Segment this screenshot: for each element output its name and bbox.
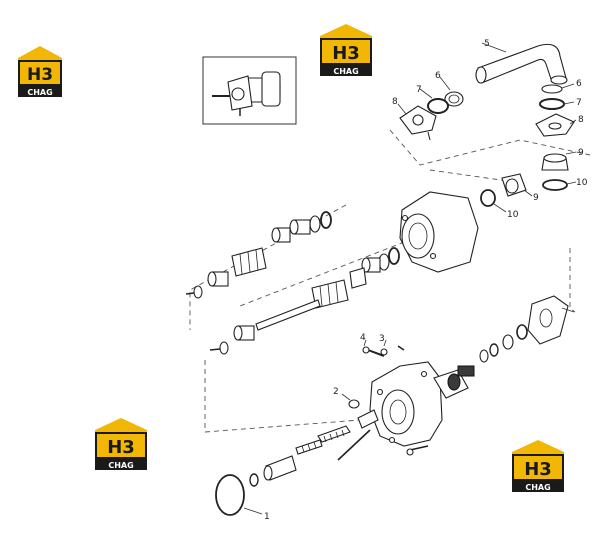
watermark-logo-top-center: H3 CHAG xyxy=(320,24,372,76)
callout-10-right: 10 xyxy=(576,178,588,188)
callout-labels: 1 2 3 4 5 6 6 7 7 8 8 9 9 10 10 xyxy=(264,39,588,522)
part-1-large-oring xyxy=(215,474,263,516)
rear-seal-ring xyxy=(479,324,528,363)
part-8-flange-left xyxy=(397,103,437,141)
logo-mark: H3 xyxy=(332,43,360,64)
part-8-flange-right xyxy=(535,113,577,137)
callout-10-center: 10 xyxy=(507,210,519,220)
upper-shaft-parts xyxy=(185,211,332,299)
pump-front-housing xyxy=(399,191,479,273)
callout-5: 5 xyxy=(484,39,490,49)
logo-mark: H3 xyxy=(27,65,53,85)
relief-valve-stack xyxy=(249,409,429,487)
rear-gasket xyxy=(527,295,575,345)
part-7-seal-left xyxy=(419,88,449,114)
logo-caption: CHAG xyxy=(525,483,550,492)
callout-7-left: 7 xyxy=(416,85,422,95)
logo-caption: CHAG xyxy=(27,88,52,97)
part-5-suction-tube xyxy=(475,42,568,85)
part-3-washer xyxy=(380,339,405,356)
callout-9-right: 9 xyxy=(578,148,584,158)
part-6-clamp-ring-right xyxy=(541,83,575,94)
callout-6-right: 6 xyxy=(576,79,582,89)
middle-shaft-parts xyxy=(209,247,400,355)
part-9-connector-center xyxy=(501,173,533,197)
callout-6-left: 6 xyxy=(435,71,441,81)
callout-8-right: 8 xyxy=(578,115,584,125)
part-10-oring-center xyxy=(480,189,507,213)
watermark-logo-top-left: H3 CHAG xyxy=(18,46,62,97)
callout-2: 2 xyxy=(333,387,339,397)
part-2-pin xyxy=(341,393,360,409)
logo-mark: H3 xyxy=(107,437,135,458)
callout-1: 1 xyxy=(264,512,270,522)
logo-caption: CHAG xyxy=(108,461,133,470)
logo-caption: CHAG xyxy=(333,67,358,76)
callout-4: 4 xyxy=(360,333,366,343)
callout-9-center: 9 xyxy=(533,193,539,203)
watermark-logo-bottom-right: H3 CHAG xyxy=(512,440,564,492)
part-10-oring-right xyxy=(542,179,577,191)
part-9-connector-right xyxy=(541,151,577,171)
callout-3: 3 xyxy=(379,334,385,344)
callout-7-right: 7 xyxy=(576,98,582,108)
part-4-bolt xyxy=(362,339,385,357)
callout-8-left: 8 xyxy=(392,97,398,107)
watermark-logo-bottom-left: H3 CHAG xyxy=(95,418,147,470)
part-6-clamp-ring-left xyxy=(439,76,464,107)
part-7-seal-right xyxy=(539,98,575,110)
logo-mark: H3 xyxy=(524,459,552,480)
assembly-inset xyxy=(202,56,297,125)
pump-rear-housing xyxy=(369,361,475,447)
